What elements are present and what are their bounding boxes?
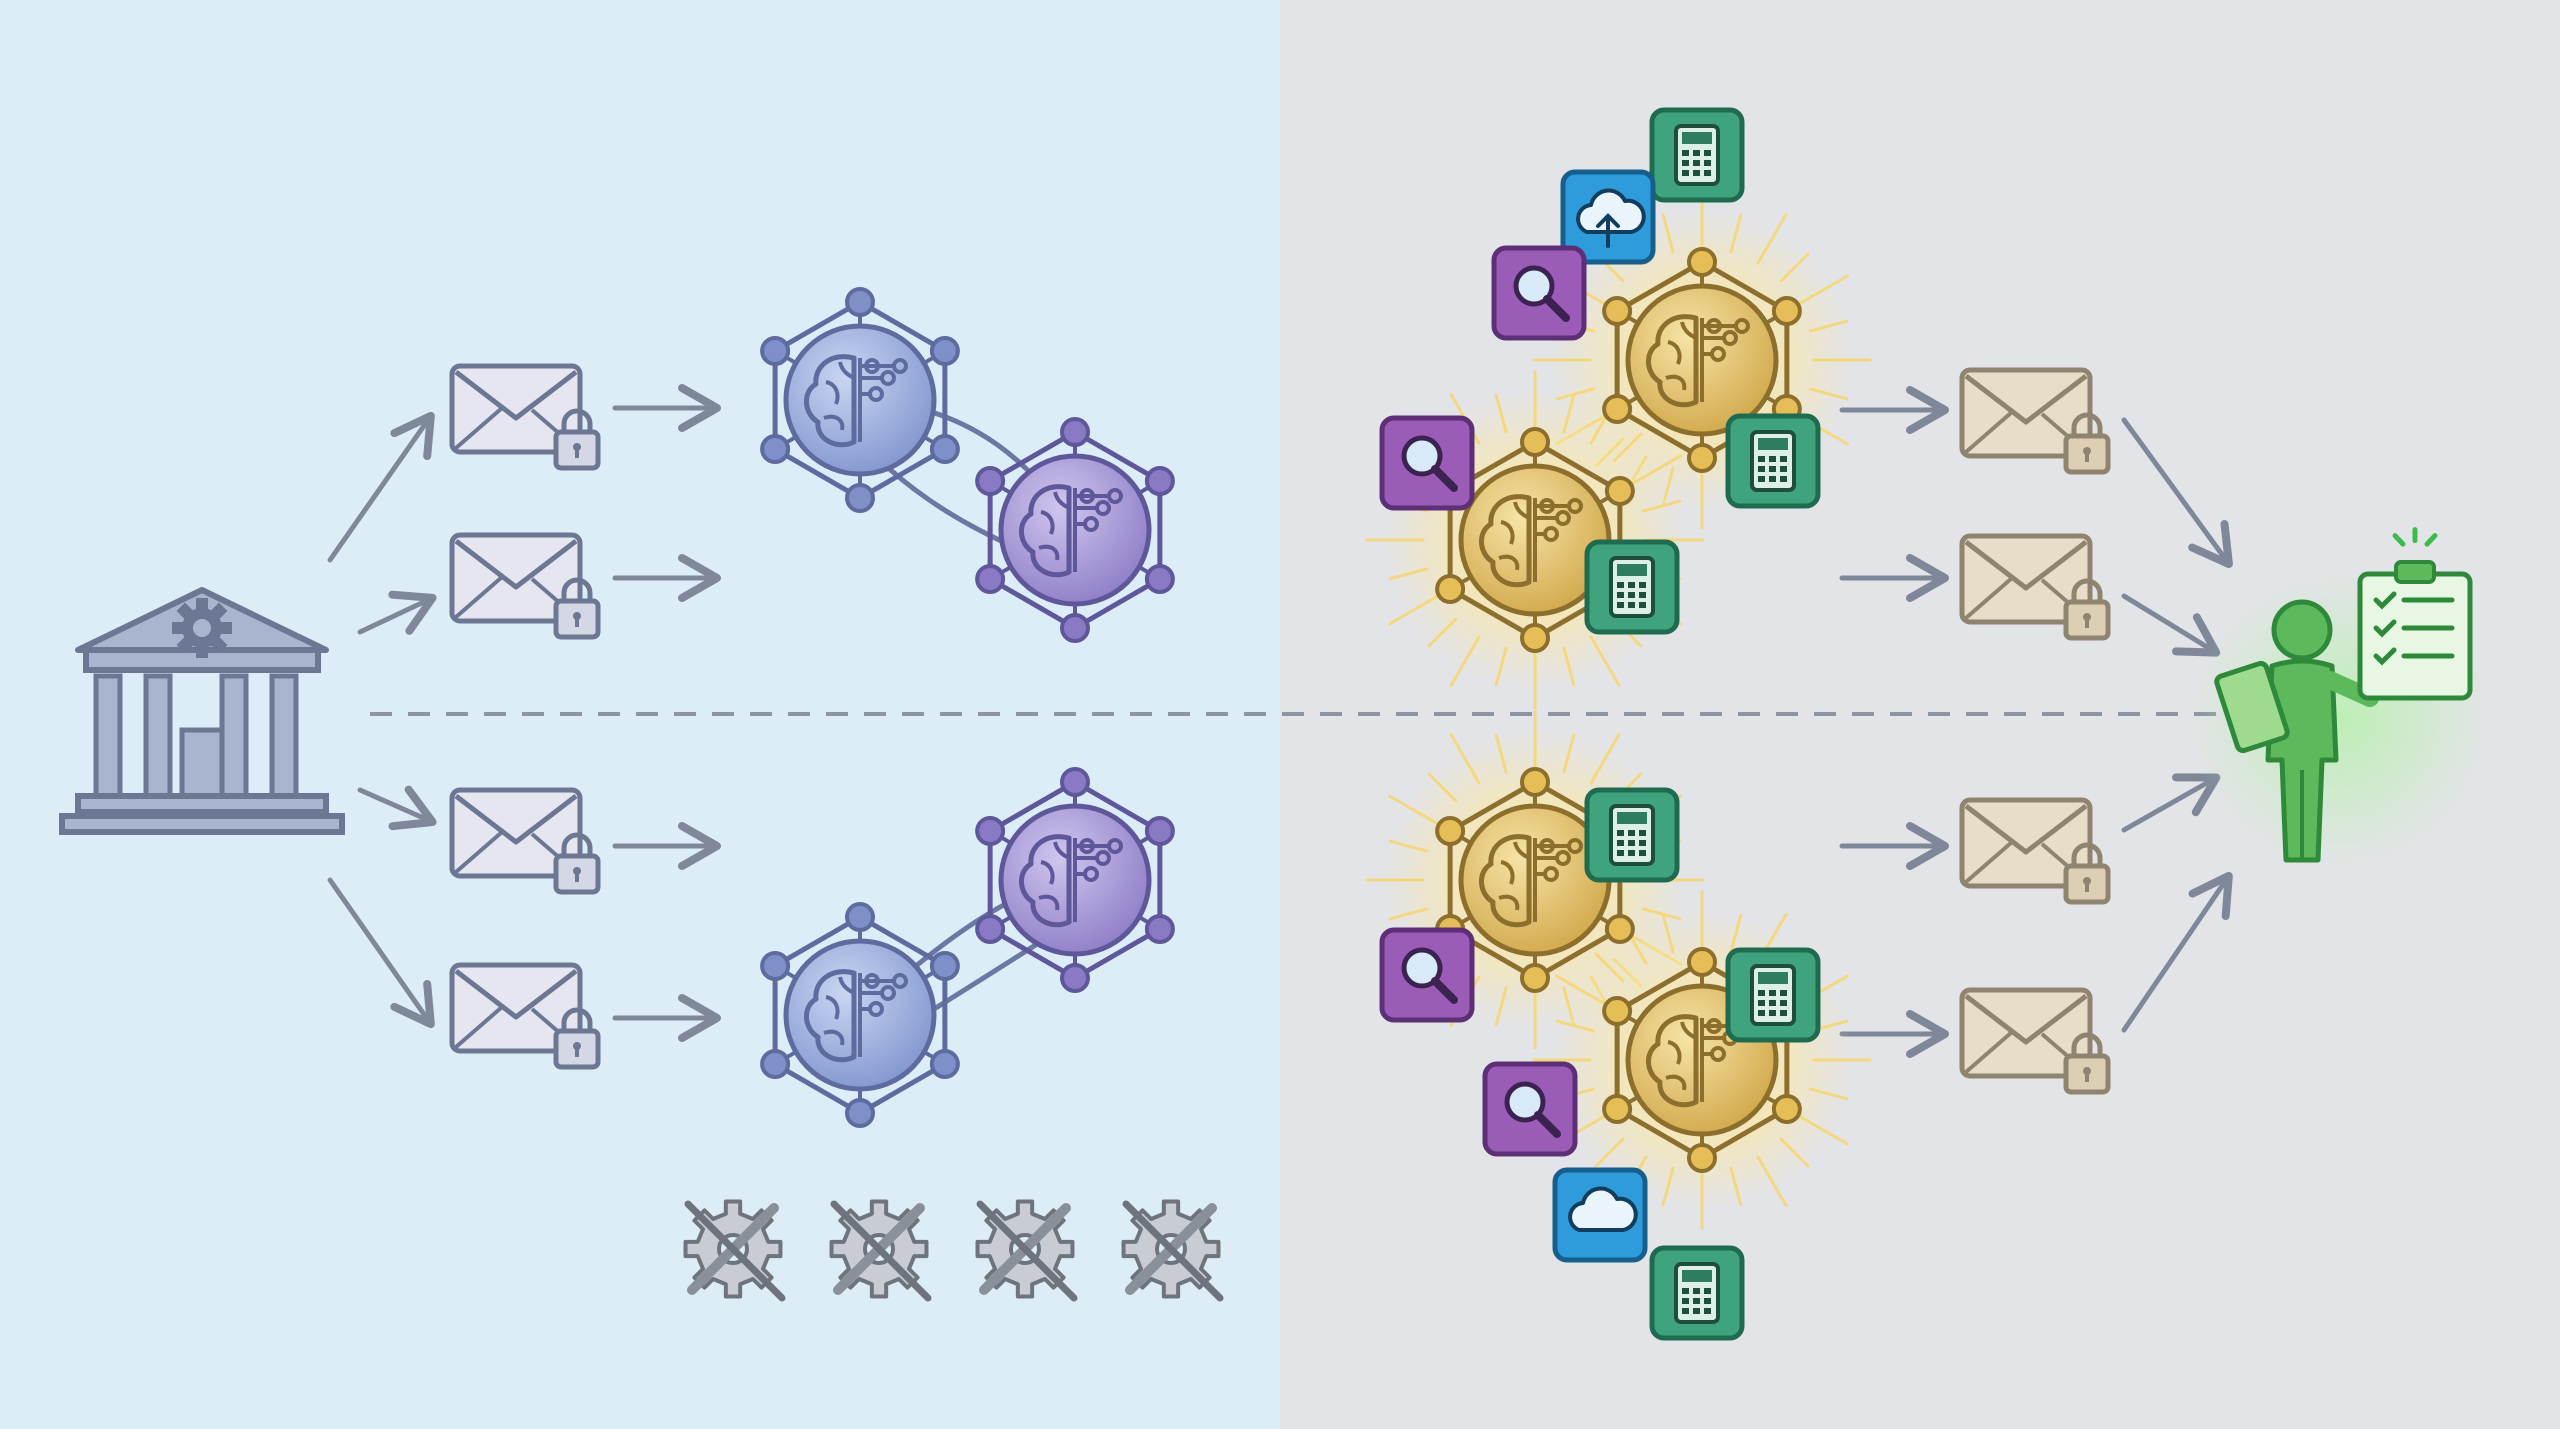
padlock-icon <box>2063 842 2111 905</box>
padlock-icon <box>553 577 601 640</box>
network-node-dot <box>1771 1094 1802 1124</box>
agent-node-left-2a <box>760 902 960 1128</box>
reviewer-with-checklist-icon <box>2190 527 2490 870</box>
network-node-dot <box>929 336 960 366</box>
tools-disabled-3 <box>975 1199 1078 1302</box>
network-node-dot <box>929 434 960 464</box>
network-node-dot <box>760 336 791 366</box>
network-node-dot <box>1144 816 1175 846</box>
network-node-dot <box>1687 1143 1717 1173</box>
network-node-dot <box>929 951 960 981</box>
network-node-dot <box>1144 564 1175 594</box>
padlock-icon <box>2063 412 2111 475</box>
network-node-dot <box>975 564 1006 594</box>
network-node-dot <box>1602 996 1633 1026</box>
tools-disabled-4 <box>1121 1199 1224 1302</box>
network-node-dot <box>1520 427 1550 457</box>
network-node-dot <box>975 914 1006 944</box>
locked-envelope-left-3 <box>449 787 601 895</box>
locked-envelope-left-4 <box>449 962 601 1070</box>
tools-disabled-1 <box>683 1199 786 1302</box>
network-node-dot <box>1687 247 1717 277</box>
institution-with-gear-icon <box>59 587 345 835</box>
brain-circuit-icon <box>804 969 908 1063</box>
message-to-reviewer-arrow <box>2121 593 2221 657</box>
source-to-message-arrow <box>357 785 437 831</box>
network-node-dot <box>760 434 791 464</box>
magnifier-icon <box>1379 415 1475 511</box>
message-to-reviewer-arrow <box>2121 417 2233 569</box>
brain-circuit-icon <box>1019 834 1123 928</box>
network-node-dot <box>1060 613 1090 643</box>
network-node-dot <box>845 902 875 932</box>
network-node-dot <box>975 466 1006 496</box>
network-node-dot <box>1520 767 1550 797</box>
network-node-dot <box>975 816 1006 846</box>
network-node-dot <box>1687 947 1717 977</box>
source-to-message-arrow <box>327 877 435 1029</box>
agent-node-left-1a <box>760 287 960 513</box>
brain-circuit-icon <box>804 354 908 448</box>
magnifier-icon <box>1491 245 1587 341</box>
network-node-dot <box>845 1098 875 1128</box>
network-node-dot <box>1602 1094 1633 1124</box>
calculator-icon <box>1584 539 1680 635</box>
locked-envelope-right-3 <box>1959 797 2111 905</box>
source-to-message-arrow <box>357 590 437 635</box>
locked-envelope-left-2 <box>449 532 601 640</box>
cloud-icon <box>1552 1167 1648 1263</box>
padlock-icon <box>553 1007 601 1070</box>
brain-circuit-icon <box>1479 494 1583 588</box>
network-node-dot <box>1144 914 1175 944</box>
magnifier-icon <box>1379 927 1475 1023</box>
network-node-dot <box>1602 394 1633 424</box>
network-node-dot <box>929 1049 960 1079</box>
brain-circuit-icon <box>1019 484 1123 578</box>
locked-envelope-right-4 <box>1959 987 2111 1095</box>
network-node-dot <box>1060 767 1090 797</box>
locked-envelope-left-1 <box>449 363 601 471</box>
network-node-dot <box>1435 816 1466 846</box>
network-node-dot <box>1520 623 1550 653</box>
network-node-dot <box>1060 417 1090 447</box>
locked-envelope-right-2 <box>1959 533 2111 641</box>
padlock-icon <box>2063 578 2111 641</box>
message-to-reviewer-arrow <box>2121 871 2233 1033</box>
tools-disabled-2 <box>829 1199 932 1302</box>
brain-circuit-icon <box>1479 834 1583 928</box>
checklist-clipboard-icon <box>2357 527 2473 701</box>
network-node-dot <box>1144 466 1175 496</box>
calculator-icon <box>1725 947 1821 1043</box>
network-node-dot <box>1520 963 1550 993</box>
network-node-dot <box>1435 574 1466 604</box>
calculator-icon <box>1584 787 1680 883</box>
brain-circuit-icon <box>1646 314 1750 408</box>
cloud-upload-icon <box>1560 169 1656 265</box>
locked-envelope-right-1 <box>1959 367 2111 475</box>
network-node-dot <box>1604 476 1635 506</box>
network-node-dot <box>760 951 791 981</box>
message-to-reviewer-arrow <box>2121 773 2221 833</box>
calculator-icon <box>1649 1245 1745 1341</box>
padlock-icon <box>2063 1032 2111 1095</box>
network-node-dot <box>1060 963 1090 993</box>
network-node-dot <box>845 287 875 317</box>
network-node-dot <box>1687 443 1717 473</box>
agent-node-left-2b <box>975 767 1175 993</box>
padlock-icon <box>553 832 601 895</box>
calculator-icon <box>1725 413 1821 509</box>
gear-icon <box>172 598 232 658</box>
network-node-dot <box>845 483 875 513</box>
source-to-message-arrow <box>327 411 435 563</box>
padlock-icon <box>553 408 601 471</box>
agent-node-left-1b <box>975 417 1175 643</box>
network-node-dot <box>760 1049 791 1079</box>
calculator-icon <box>1649 107 1745 203</box>
network-node-dot <box>1771 296 1802 326</box>
network-node-dot <box>1602 296 1633 326</box>
magnifier-icon <box>1482 1061 1578 1157</box>
network-node-dot <box>1604 914 1635 944</box>
